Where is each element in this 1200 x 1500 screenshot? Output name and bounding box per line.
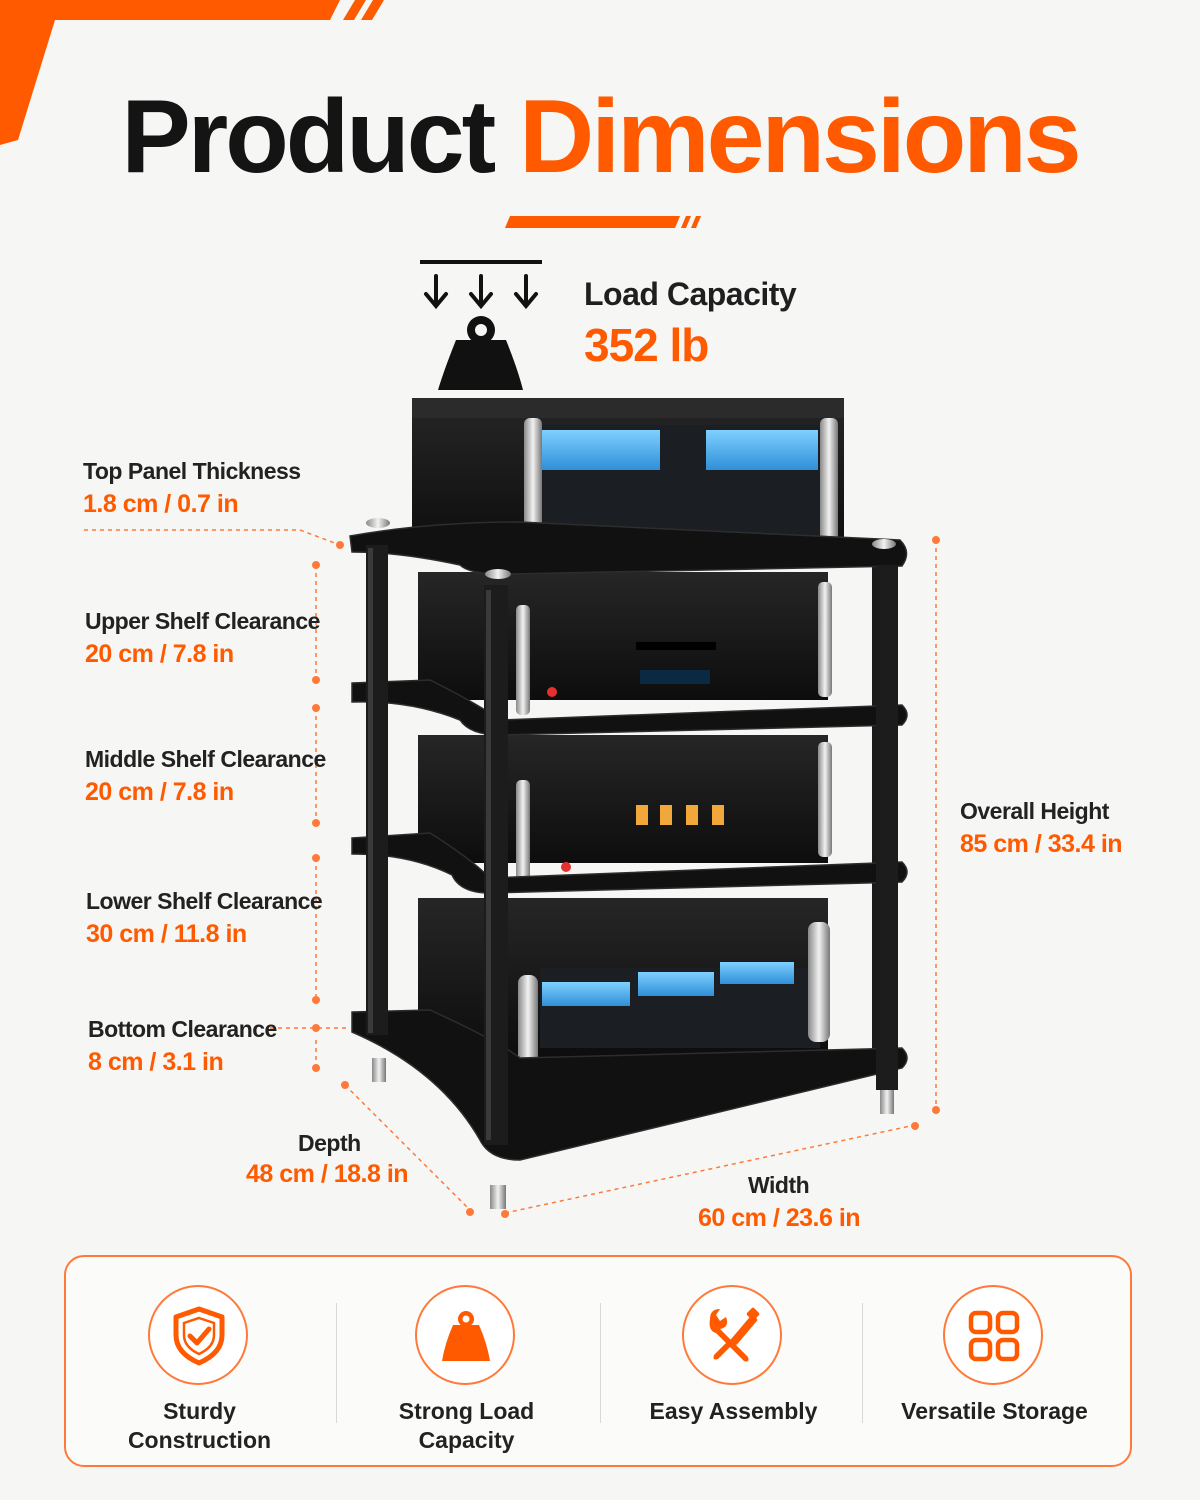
page-title: Product Dimensions (0, 78, 1200, 197)
feature-icon-circle (682, 1285, 782, 1385)
feature-label: Strong Load Capacity (398, 1398, 535, 1453)
feature-label: Sturdy Construction (127, 1398, 272, 1453)
feature-icon-circle (415, 1285, 515, 1385)
upper-shelf-clearance-value: 20 cm / 7.8 in (85, 640, 234, 668)
feature-divider (336, 1303, 337, 1423)
feature-easy-assembly: Easy Assembly (600, 1257, 867, 1467)
lower-shelf-clearance-label: Lower Shelf Clearance (86, 888, 323, 914)
feature-strong-load-capacity: Strong Load Capacity (333, 1257, 600, 1467)
shield-check-icon (173, 1306, 225, 1366)
weight-icon (442, 1311, 490, 1361)
overall-height-label: Overall Height (960, 798, 1109, 824)
corner-stripe-decoration (0, 0, 384, 145)
top-panel-thickness-label: Top Panel Thickness (83, 458, 301, 484)
feature-icon-circle (943, 1285, 1043, 1385)
feature-icon-circle (148, 1285, 248, 1385)
tools-icon (709, 1307, 760, 1362)
load-capacity-label: Load Capacity (584, 276, 797, 312)
overall-height-value: 85 cm / 33.4 in (960, 830, 1123, 858)
width-label: Width (748, 1172, 810, 1198)
title-underline (505, 216, 701, 228)
features-panel: Sturdy Construction Strong Load Capacity… (64, 1255, 1132, 1467)
feature-label: Easy Assembly (649, 1398, 818, 1424)
load-capacity-value: 352 lb (584, 319, 709, 371)
width-value: 60 cm / 23.6 in (698, 1204, 861, 1232)
middle-shelf-clearance-value: 20 cm / 7.8 in (85, 778, 234, 806)
feature-versatile-storage: Versatile Storage (861, 1257, 1128, 1467)
title-part-2: Dimensions (519, 79, 1081, 195)
lower-shelf-clearance-value: 30 cm / 11.8 in (86, 920, 247, 948)
weight-load-icon (420, 260, 542, 390)
feature-divider (600, 1303, 601, 1423)
feature-divider (862, 1303, 863, 1423)
upper-shelf-clearance-label: Upper Shelf Clearance (85, 608, 320, 634)
grid-icon (968, 1310, 1020, 1362)
middle-shelf-clearance-label: Middle Shelf Clearance (85, 746, 326, 772)
feature-label: Versatile Storage (901, 1398, 1088, 1424)
depth-label: Depth (298, 1130, 361, 1156)
feature-sturdy-construction: Sturdy Construction (66, 1257, 333, 1467)
bottom-clearance-value: 8 cm / 3.1 in (88, 1048, 224, 1076)
depth-value: 48 cm / 18.8 in (246, 1160, 409, 1188)
bottom-clearance-label: Bottom Clearance (88, 1016, 277, 1042)
title-part-1: Product (121, 79, 496, 195)
top-panel-thickness-value: 1.8 cm / 0.7 in (83, 490, 239, 518)
audio-rack-illustration (84, 398, 940, 1218)
